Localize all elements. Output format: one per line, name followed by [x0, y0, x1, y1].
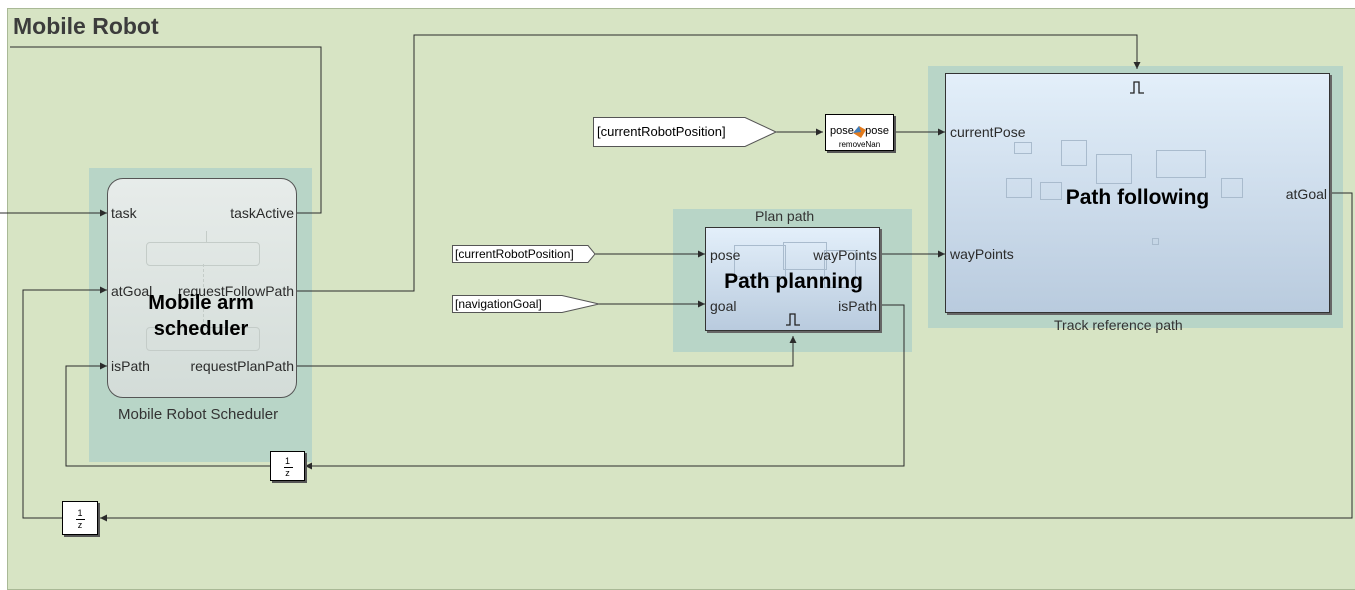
from-tag-navigation-goal[interactable]: [452, 295, 600, 313]
matlab-function-icon: [853, 126, 866, 138]
port-atgoal-out[interactable]: atGoal: [1285, 186, 1327, 202]
path-following-block[interactable]: [945, 73, 1330, 313]
unit-delay-denominator: z: [77, 520, 83, 530]
from-tag-label: [currentRobotPosition]: [455, 247, 574, 261]
signal-line[interactable]: [297, 34, 1141, 292]
from-tag-label: [navigationGoal]: [455, 297, 542, 311]
area-title: Mobile Robot: [13, 13, 159, 39]
simulink-canvas: Mobile Robot: [0, 8, 1355, 590]
signal-line[interactable]: [305, 304, 905, 470]
unit-delay-numerator: 1: [284, 456, 290, 466]
signal-line[interactable]: [22, 286, 107, 519]
unit-delay-denominator: z: [285, 468, 290, 478]
remove-nan-out-port: pose: [865, 125, 889, 137]
following-caption: Track reference path: [1054, 317, 1183, 333]
signal-line[interactable]: [65, 362, 270, 467]
fraction-bar: [76, 519, 85, 520]
chart-inner-line: [203, 264, 204, 327]
subsystem-thumbnail: [1040, 182, 1062, 200]
following-inner-label: Path following: [1065, 186, 1210, 209]
planning-caption: Plan path: [755, 208, 815, 224]
subsystem-thumbnail: [1096, 154, 1132, 184]
from-tag-current-robot-position-top[interactable]: [593, 117, 777, 147]
trigger-port-icon: [1130, 81, 1144, 94]
port-task[interactable]: task: [111, 205, 137, 221]
subsystem-thumbnail: [1014, 142, 1032, 154]
chart-inner-state: [146, 242, 260, 266]
unit-delay-block[interactable]: 1 z: [62, 501, 98, 535]
planning-inner-label: Path planning: [724, 270, 863, 293]
subsystem-thumbnail: [734, 245, 786, 277]
remove-nan-block[interactable]: pose pose removeNan: [825, 114, 894, 151]
port-taskactive[interactable]: taskActive: [230, 205, 294, 221]
scheduler-inner-label: Mobile arm scheduler: [148, 292, 254, 340]
port-requestfollowpath[interactable]: requestFollowPath: [178, 283, 294, 299]
fraction-bar: [284, 467, 293, 468]
signal-line[interactable]: [10, 46, 322, 214]
chart-inner-line: [206, 231, 207, 242]
port-ispath-out[interactable]: isPath: [838, 298, 877, 314]
port-goal[interactable]: goal: [710, 298, 737, 314]
port-waypoints-out[interactable]: wayPoints: [813, 247, 877, 263]
subsystem-thumbnail: [824, 250, 856, 288]
port-pose[interactable]: pose: [710, 247, 741, 263]
remove-nan-caption: removeNan: [838, 140, 881, 149]
port-atgoal[interactable]: atGoal: [111, 283, 153, 299]
from-tag-current-robot-position-mid[interactable]: [452, 245, 596, 263]
subsystem-thumbnail: [783, 242, 827, 270]
from-tag-label: [currentRobotPosition]: [597, 124, 726, 139]
port-waypoints-in[interactable]: wayPoints: [950, 246, 1014, 262]
scheduler-caption: Mobile Robot Scheduler: [118, 406, 279, 423]
signal-lines: [0, 34, 1353, 522]
remove-nan-in-port: pose: [830, 125, 854, 137]
subsystem-thumbnail: [1006, 178, 1032, 198]
subsystem-thumbnail: [1152, 238, 1159, 245]
signal-line[interactable]: [100, 192, 1353, 522]
chart-inner-state: [146, 327, 260, 351]
port-requestplanpath[interactable]: requestPlanPath: [190, 358, 294, 374]
subsystem-thumbnail: [1061, 140, 1087, 166]
subsystem-thumbnail: [1221, 178, 1243, 198]
mobile-robot-scheduler-block[interactable]: [107, 178, 297, 398]
trigger-port-icon: [786, 313, 800, 326]
unit-delay-block[interactable]: 1 z: [270, 451, 305, 481]
port-currentpose[interactable]: currentPose: [950, 124, 1026, 140]
unit-delay-numerator: 1: [77, 508, 83, 518]
port-ispath[interactable]: isPath: [111, 358, 150, 374]
subsystem-thumbnail: [1156, 150, 1206, 178]
signal-line[interactable]: [297, 336, 797, 367]
